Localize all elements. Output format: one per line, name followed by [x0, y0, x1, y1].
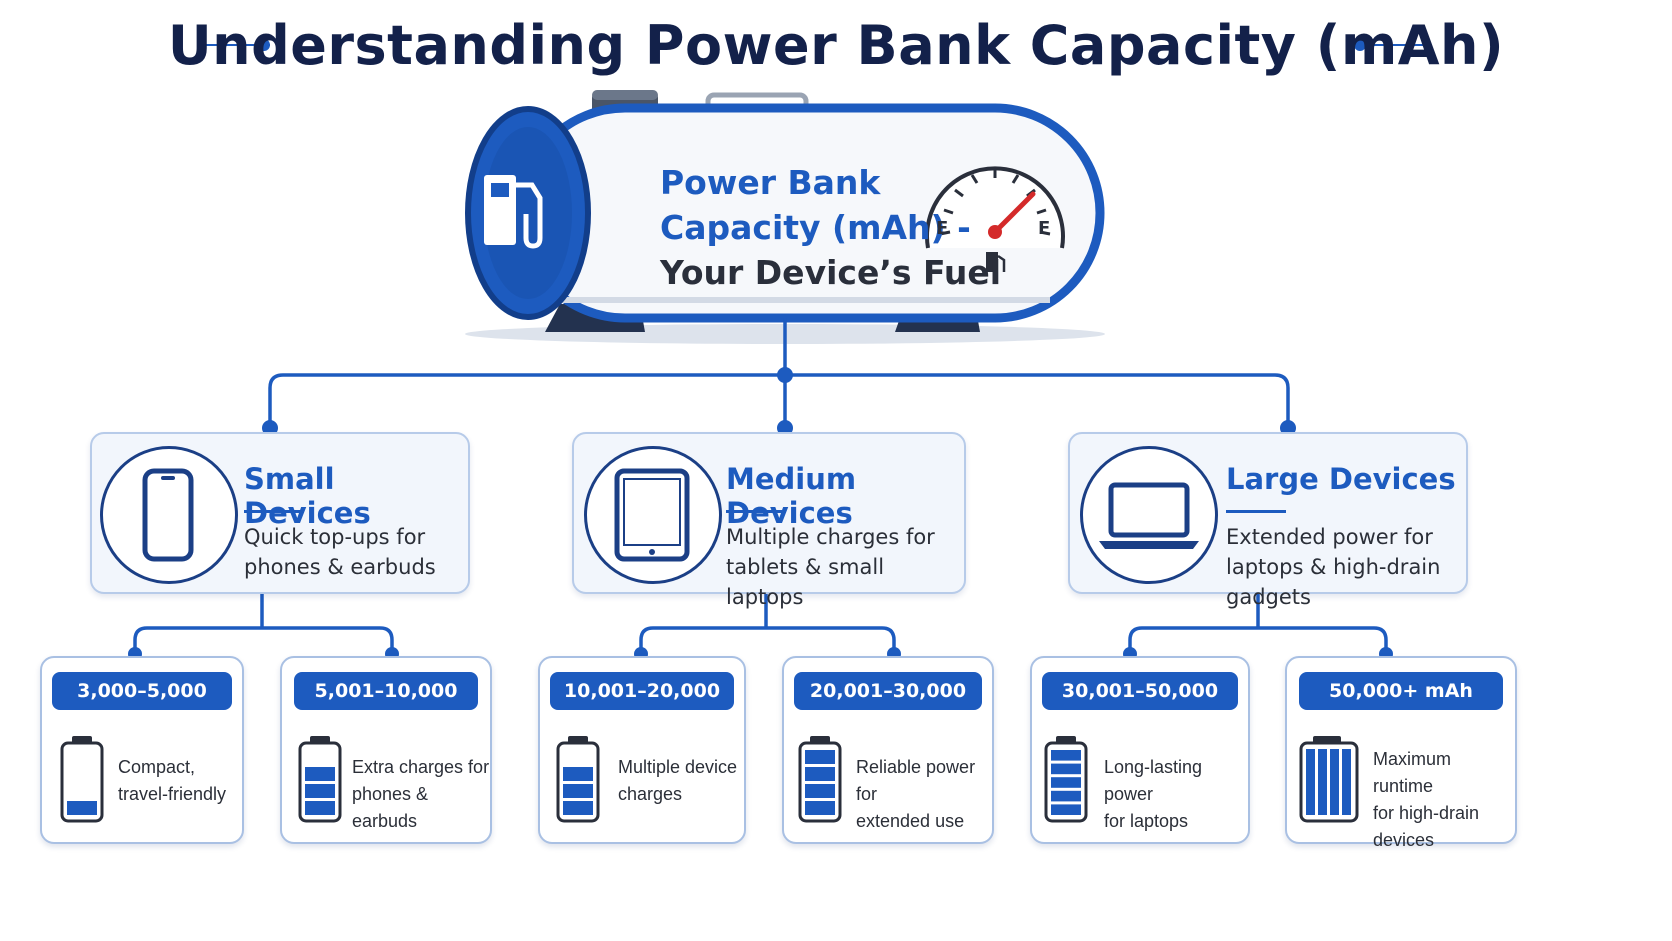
category-desc-line: Quick top-ups for: [244, 525, 426, 549]
battery-cell: [67, 801, 97, 815]
range-desc-line: phones & earbuds: [352, 784, 429, 831]
gauge-needle: [992, 191, 1036, 235]
range-pill: 3,000–5,000 mAh: [52, 672, 232, 740]
category-desc-line: phones & earbuds: [244, 555, 436, 579]
tank-label-line2: Capacity (mAh) -: [660, 208, 971, 247]
phone-icon-circle: [100, 446, 238, 584]
battery-cell: [1318, 749, 1327, 815]
battery-cell: [1306, 749, 1315, 815]
battery-cell: [805, 767, 835, 781]
battery-cell: [1051, 750, 1081, 761]
laptop-icon-circle: [1080, 446, 1218, 584]
battery-cell: [1342, 749, 1351, 815]
tank-label-line3: Your Device’s Fuel: [660, 253, 1002, 292]
battery-cell: [563, 784, 593, 798]
range-card: 5,001–10,000 mAh Extra charges for phone…: [280, 656, 492, 844]
category-title: Medium Devices: [726, 462, 857, 530]
range-desc-line: Maximum runtime: [1373, 749, 1452, 796]
title-underline: [726, 510, 786, 513]
tank-label-line1: Power Bank: [660, 163, 881, 202]
battery-cell: [1051, 763, 1081, 775]
range-desc-line: devices: [1373, 830, 1435, 850]
title-deco-left-dot: [258, 39, 270, 51]
battery-cell: [805, 784, 835, 798]
phone-icon: [142, 468, 194, 562]
battery-icon: [798, 734, 842, 828]
range-desc: Reliable power for extended use: [856, 754, 992, 835]
battery-cell: [1051, 804, 1081, 815]
battery-cell: [305, 767, 335, 781]
range-desc-line: Reliable power for: [856, 757, 976, 804]
range-card: 50,000+ mAh Maximum runtime for high-dra…: [1285, 656, 1517, 850]
fuel-gauge: [925, 166, 1065, 272]
tablet-icon: [614, 468, 690, 562]
range-desc: Maximum runtime for high-drain devices: [1373, 746, 1515, 854]
range-desc: Multiple device charges: [618, 754, 737, 808]
tablet-icon-circle: [584, 446, 722, 584]
battery-cell: [1051, 790, 1081, 802]
range-card: 20,001–30,000 mAh Reliable power for ext…: [782, 656, 994, 844]
category-desc-line: laptops & high-drain gadgets: [1226, 555, 1441, 609]
battery-cell: [563, 767, 593, 781]
gauge-fuel-icon: [986, 252, 1006, 272]
range-desc-line: travel-friendly: [118, 784, 227, 804]
battery-cell: [805, 801, 835, 815]
battery-cell: [1330, 749, 1339, 815]
gauge-empty-label: E: [936, 218, 949, 239]
title-deco-left: [200, 44, 270, 46]
laptop-icon: [1099, 482, 1199, 549]
gauge-full-label: F: [1038, 218, 1051, 239]
range-pill: 5,001–10,000 mAh: [294, 672, 478, 740]
category-desc-line: Multiple charges for: [726, 525, 935, 549]
battery-icon: [1044, 734, 1088, 828]
category-card-large: Large Devices Extended power for laptops…: [1068, 432, 1468, 609]
category-card-small: Small Devices Quick top-ups for phones &…: [90, 432, 470, 594]
page-title: Understanding Power Bank Capacity (mAh): [167, 14, 1505, 77]
range-pill: 10,001–20,000 mAh: [550, 672, 734, 740]
range-desc-line: Extra charges for: [352, 757, 490, 777]
battery-cell: [1051, 777, 1081, 788]
range-desc-line: for high-drain: [1373, 803, 1480, 823]
range-card: 3,000–5,000 mAh Compact, travel-friendly: [40, 656, 244, 844]
range-desc-line: extended use: [856, 811, 965, 831]
fuel-pump-icon: [484, 175, 543, 249]
range-desc: Extra charges for phones & earbuds: [352, 754, 490, 835]
range-desc: Long-lasting power for laptops: [1104, 754, 1248, 835]
category-desc: Extended power for laptops & high-drain …: [1226, 522, 1466, 612]
range-pill: 30,001–50,000 mAh: [1042, 672, 1238, 740]
battery-icon: [556, 734, 600, 828]
range-desc-line: charges: [618, 784, 683, 804]
category-title: Small Devices: [244, 462, 371, 530]
battery-cell: [305, 784, 335, 798]
battery-icon: [60, 734, 104, 828]
title-underline: [1226, 510, 1286, 513]
range-card: 10,001–20,000 mAh Multiple device charge…: [538, 656, 746, 844]
title-deco-right: [1360, 44, 1426, 46]
title-underline: [244, 510, 304, 513]
range-desc-line: Long-lasting power: [1104, 757, 1203, 804]
battery-cell: [305, 801, 335, 815]
range-desc-line: Compact,: [118, 757, 196, 777]
battery-icon: [1299, 734, 1359, 828]
range-pill: 20,001–30,000 mAh: [794, 672, 982, 740]
range-pill: 50,000+ mAh: [1299, 672, 1503, 710]
battery-icon: [298, 734, 342, 828]
category-card-medium: Medium Devices Multiple charges for tabl…: [572, 432, 966, 609]
category-desc-line: tablets & small laptops: [726, 555, 885, 609]
range-desc-line: Multiple device: [618, 757, 738, 777]
category-desc: Multiple charges for tablets & small lap…: [726, 522, 964, 612]
range-desc-line: for laptops: [1104, 811, 1189, 831]
battery-cell: [805, 750, 835, 764]
range-card: 30,001–50,000 mAh Long-lasting power for…: [1030, 656, 1250, 844]
category-desc-line: Extended power for: [1226, 525, 1433, 549]
category-desc: Quick top-ups for phones & earbuds: [244, 522, 436, 582]
battery-cell: [563, 801, 593, 815]
tank-label: Power Bank Capacity (mAh) - Your Device’…: [660, 160, 1001, 295]
range-desc: Compact, travel-friendly: [118, 754, 226, 808]
category-title: Large Devices: [1226, 462, 1456, 496]
